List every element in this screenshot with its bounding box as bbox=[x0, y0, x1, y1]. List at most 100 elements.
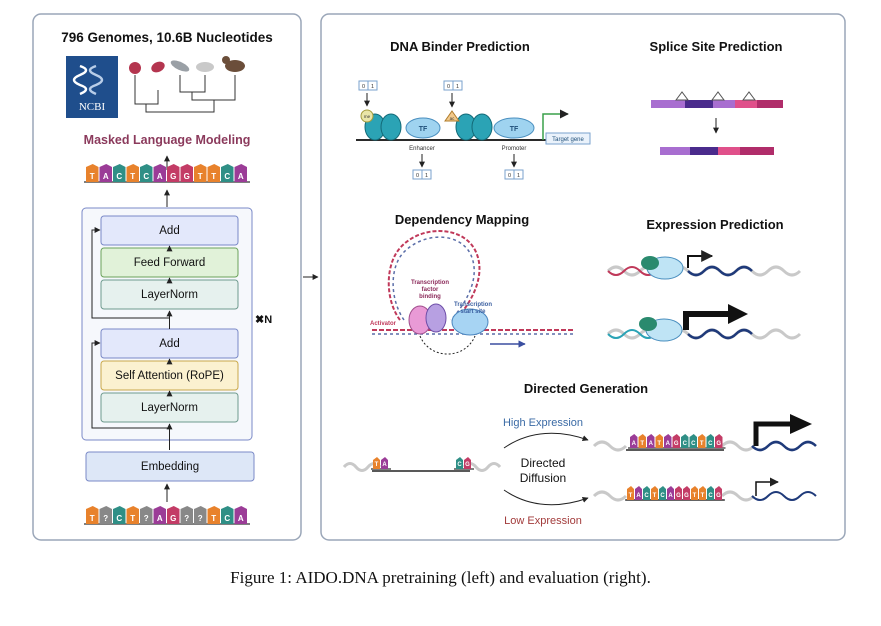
input-seq-base-shape bbox=[126, 506, 139, 524]
high-expression-label: High Expression bbox=[503, 417, 583, 429]
mouse-icon bbox=[196, 62, 214, 72]
binary-box bbox=[367, 80, 378, 91]
binary-value: 1 bbox=[517, 173, 520, 179]
directed-diffusion-label-2: Diffusion bbox=[520, 471, 566, 485]
add-label-2: Add bbox=[159, 225, 179, 237]
activator-label: Activator bbox=[370, 321, 397, 327]
output-seq-base-shape bbox=[221, 164, 234, 182]
high-seq-base: G bbox=[674, 441, 679, 447]
low-seq-base: A bbox=[668, 493, 673, 499]
input-seq-base-shape bbox=[153, 506, 166, 524]
high-seq-base-shape bbox=[630, 434, 638, 448]
high-seq-base-shape bbox=[655, 434, 663, 448]
binary-box bbox=[513, 169, 524, 180]
output-seq-base-shape bbox=[126, 164, 139, 182]
binary-box bbox=[421, 169, 432, 180]
methyl-label: me bbox=[364, 114, 371, 119]
high-seq-base-shape bbox=[664, 434, 672, 448]
input-seq-base-shape bbox=[99, 506, 112, 524]
output-seq-base: T bbox=[198, 172, 203, 181]
binary-box bbox=[452, 80, 463, 91]
output-seq-base: C bbox=[224, 172, 230, 181]
target-gene-label: Target gene bbox=[552, 137, 584, 143]
input-seq-base: T bbox=[90, 514, 95, 523]
high-seq-base: T bbox=[657, 441, 661, 447]
output-seq-base-shape bbox=[194, 164, 207, 182]
binary-value: 0 bbox=[416, 173, 419, 179]
tss-label-2: start site bbox=[460, 309, 486, 315]
output-seq-base-shape bbox=[180, 164, 193, 182]
binary-value: 0 bbox=[447, 84, 450, 90]
output-seq-base: G bbox=[170, 172, 176, 181]
low-seq-base: C bbox=[644, 493, 649, 499]
input-seq-base: T bbox=[211, 514, 216, 523]
repeat-n-label: ✖N bbox=[255, 314, 272, 326]
bacteria-icon bbox=[151, 61, 165, 73]
high-seq-base-shape bbox=[689, 434, 697, 448]
low-expression-label: Low Expression bbox=[504, 515, 582, 527]
high-seq-base-shape bbox=[698, 434, 706, 448]
high-seq-base: A bbox=[666, 441, 671, 447]
mlm-label: Masked Language Modeling bbox=[84, 133, 251, 147]
low-seq-base: G bbox=[716, 493, 721, 499]
dna-binder-diagram: me ac TF TF Enhancer Promoter Target gen… bbox=[356, 80, 591, 180]
input-seq-base: ? bbox=[184, 514, 189, 523]
binary-value: 0 bbox=[362, 84, 365, 90]
phylo-tree bbox=[134, 75, 236, 113]
virus-icon bbox=[129, 62, 141, 74]
acetyl-label: ac bbox=[450, 116, 456, 121]
tf-label-2: TF bbox=[510, 126, 519, 133]
high-seq-base: C bbox=[691, 441, 696, 447]
figure-caption: Figure 1: AIDO.DNA pretraining (left) an… bbox=[230, 568, 651, 587]
embedding-label: Embedding bbox=[141, 461, 199, 473]
input-seq-base-shape bbox=[113, 506, 126, 524]
input-seq-base-shape bbox=[194, 506, 207, 524]
tf-promoter bbox=[493, 117, 535, 139]
tf-binding-label-1: Transcription bbox=[411, 280, 449, 286]
fish-icon bbox=[170, 60, 190, 72]
input-seq-base: C bbox=[224, 514, 230, 523]
organism-icons bbox=[129, 56, 245, 74]
output-seq-base-shape bbox=[207, 164, 220, 182]
left-tag-base-shape bbox=[373, 457, 380, 469]
high-seq-base-shape bbox=[681, 434, 689, 448]
output-seq-base: A bbox=[157, 172, 163, 181]
output-seq-base-shape bbox=[86, 164, 99, 182]
right-tag-base-shape bbox=[456, 457, 463, 469]
input-seq-base: G bbox=[170, 514, 176, 523]
directed-diffusion-label-1: Directed bbox=[521, 456, 566, 470]
input-seq-base: T bbox=[130, 514, 135, 523]
output-seq-base-shape bbox=[140, 164, 153, 182]
directed-title: Directed Generation bbox=[524, 381, 648, 396]
low-seq-base-shape bbox=[667, 486, 674, 500]
low-seq-base: T bbox=[653, 493, 657, 499]
high-seq-base: T bbox=[640, 441, 644, 447]
acetyl-mark bbox=[444, 110, 460, 122]
output-seq-base: C bbox=[116, 172, 122, 181]
enhancer-label: Enhancer bbox=[409, 146, 435, 152]
embedding-box bbox=[85, 451, 255, 482]
left-tag-base: T bbox=[375, 462, 379, 468]
high-seq-base: A bbox=[649, 441, 654, 447]
high-seq-base: C bbox=[683, 441, 688, 447]
high-seq-base-shape bbox=[706, 434, 714, 448]
tf-binding-label-3: binding bbox=[419, 294, 441, 300]
self-attention-label: Self Attention (RoPE) bbox=[115, 370, 224, 382]
high-seq-base-shape bbox=[715, 434, 723, 448]
tf-enhancer bbox=[405, 117, 441, 139]
left-tag-base-shape bbox=[381, 457, 388, 469]
input-seq-base-shape bbox=[167, 506, 180, 524]
left-panel-title: 796 Genomes, 10.6B Nucleotides bbox=[61, 30, 273, 45]
low-seq-base-shape bbox=[715, 486, 722, 500]
output-seq-base: T bbox=[130, 172, 135, 181]
high-seq-base: C bbox=[708, 441, 713, 447]
right-tag-base-shape bbox=[464, 457, 471, 469]
low-seq-base-shape bbox=[627, 486, 634, 500]
output-seq-base-shape bbox=[113, 164, 126, 182]
low-seq-base: T bbox=[629, 493, 633, 499]
input-seq-base: A bbox=[238, 514, 244, 523]
input-seq-base: A bbox=[157, 514, 163, 523]
ncbi-logo: NCBI bbox=[66, 56, 118, 118]
tss-arrow bbox=[542, 109, 569, 140]
